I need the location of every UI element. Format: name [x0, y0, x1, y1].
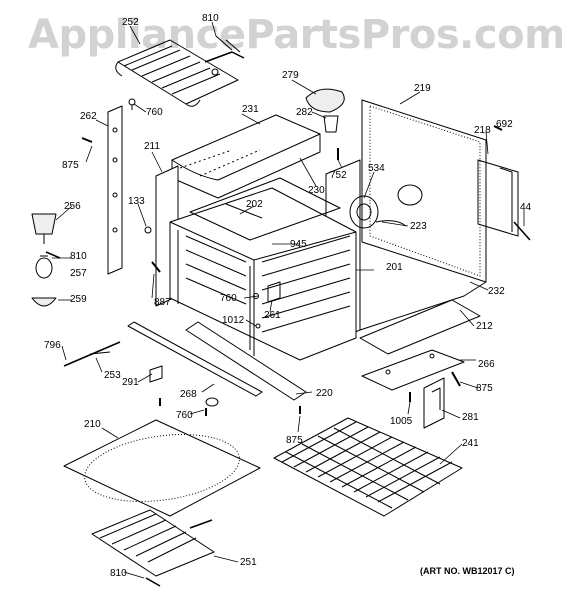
part-202	[225, 203, 263, 219]
callout-875: 875	[62, 160, 79, 171]
callout-796: 796	[44, 340, 61, 351]
rod-253	[63, 341, 121, 367]
callout-760: 760	[146, 107, 163, 118]
screw-760-top	[128, 98, 136, 110]
callout-210: 210	[84, 419, 101, 430]
part-282	[323, 115, 339, 133]
clip-291	[149, 365, 163, 383]
fan-cover-223	[375, 220, 407, 227]
callout-268: 268	[180, 389, 197, 400]
oven-cavity-201	[169, 177, 357, 361]
callout-218: 218	[474, 125, 491, 136]
callout-223: 223	[410, 221, 427, 232]
bracket-218	[477, 159, 519, 237]
bottom-panel-212	[359, 299, 481, 355]
bracket-266	[361, 349, 465, 391]
part-133	[144, 226, 152, 234]
callout-252: 252	[122, 17, 139, 28]
callout-875-right: 875	[476, 383, 493, 394]
lamp-bulb-257	[35, 255, 53, 279]
callout-256: 256	[64, 201, 81, 212]
callout-282: 282	[296, 107, 313, 118]
callout-231: 231	[242, 104, 259, 115]
callout-133: 133	[128, 196, 145, 207]
callout-875-low: 875	[286, 435, 303, 446]
callout-810-bottom: 810	[110, 568, 127, 579]
callout-201: 201	[386, 262, 403, 273]
callout-220: 220	[316, 388, 333, 399]
lamp-socket-256	[31, 213, 57, 244]
callout-887: 887	[154, 297, 171, 308]
callout-262: 262	[80, 111, 97, 122]
rear-panel-219	[361, 99, 487, 283]
callout-1005: 1005	[390, 416, 413, 427]
callout-219: 219	[414, 83, 431, 94]
part-261	[267, 281, 281, 303]
callout-259: 259	[70, 294, 87, 305]
bottom-cover-210	[63, 419, 261, 517]
top-insulation-231	[171, 114, 321, 199]
leader-lines	[52, 21, 525, 579]
screw-top-810	[211, 35, 241, 76]
callout-212: 212	[476, 321, 493, 332]
callout-810: 810	[202, 13, 219, 24]
callout-760-low: 760	[176, 410, 193, 421]
screw-875-right	[451, 371, 461, 387]
callout-251: 251	[240, 557, 257, 568]
callout-281: 281	[462, 412, 479, 423]
fan-534	[349, 195, 379, 229]
screw-760-mid	[253, 293, 259, 299]
screw-887	[151, 261, 161, 273]
side-trim-262	[107, 105, 123, 275]
plug-760	[205, 397, 219, 407]
callout-760-mid: 760	[220, 293, 237, 304]
callout-945: 945	[290, 239, 307, 250]
screw-875-left	[81, 137, 93, 143]
callout-692: 692	[496, 119, 513, 130]
callout-232: 232	[488, 286, 505, 297]
callout-266: 266	[478, 359, 495, 370]
trim-bar-268	[127, 321, 263, 397]
callout-810-mid: 810	[70, 251, 87, 262]
callout-752: 752	[330, 170, 347, 181]
callout-202: 202	[246, 199, 263, 210]
callout-44: 44	[520, 202, 532, 213]
callout-279: 279	[282, 70, 299, 81]
art-number: (ART NO. WB12017 C)	[420, 566, 515, 576]
callout-1012: 1012	[222, 315, 245, 326]
plate-220	[185, 321, 307, 401]
broil-element-top	[115, 39, 245, 107]
hinge-281	[423, 377, 445, 429]
screw-692	[493, 125, 503, 131]
watermark: AppliancePartsPros.com	[28, 12, 562, 58]
callout-291: 291	[122, 377, 139, 388]
callout-534: 534	[368, 163, 385, 174]
callout-241: 241	[462, 438, 479, 449]
bake-element-251	[91, 509, 215, 577]
part-44	[513, 221, 531, 241]
callout-261: 261	[264, 310, 281, 321]
callout-253: 253	[104, 370, 121, 381]
screw-810-mid	[45, 251, 61, 259]
callout-257: 257	[70, 268, 87, 279]
cover-279	[305, 88, 345, 113]
callout-211: 211	[144, 141, 160, 152]
oven-rack-241	[273, 417, 463, 517]
lamp-cover-259	[31, 297, 57, 307]
screw-810-bottom	[145, 577, 161, 587]
callout-230: 230	[308, 185, 325, 196]
